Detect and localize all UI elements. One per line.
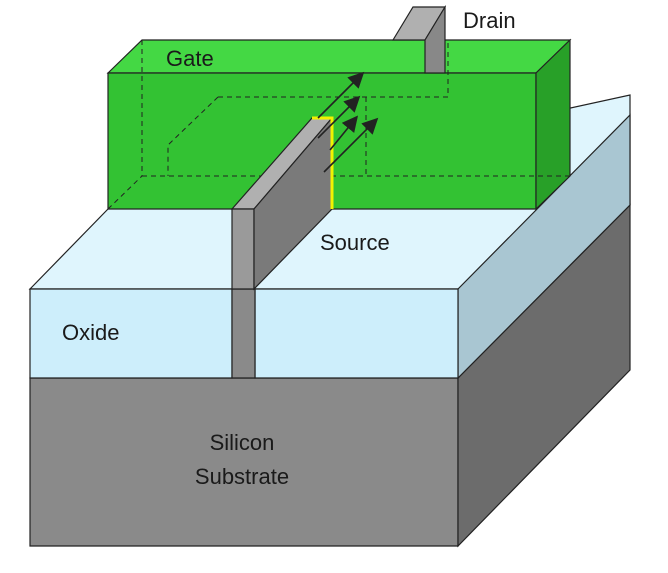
label-gate: Gate bbox=[166, 46, 214, 71]
oxide-front-right bbox=[254, 288, 459, 379]
substrate-front-face bbox=[29, 377, 459, 547]
arrow-icon bbox=[323, 117, 379, 173]
label-substrate-line1: Silicon bbox=[210, 430, 275, 455]
gate-hidden-edges bbox=[107, 40, 570, 210]
current-arrows bbox=[317, 71, 379, 173]
fin-source bbox=[230, 116, 334, 291]
fin-drain bbox=[391, 4, 447, 74]
label-drain: Drain bbox=[463, 8, 516, 33]
fin-drain-side bbox=[424, 4, 446, 74]
arrow-icon bbox=[317, 95, 361, 139]
label-substrate-line2: Substrate bbox=[195, 464, 289, 489]
arrow-icon bbox=[317, 71, 365, 119]
oxide-front-left bbox=[29, 288, 233, 379]
label-oxide: Oxide bbox=[62, 320, 119, 345]
label-source: Source bbox=[320, 230, 390, 255]
gate bbox=[106, 38, 572, 211]
arrow-icon bbox=[329, 115, 359, 151]
silicon-substrate bbox=[29, 203, 631, 548]
fin-source-front bbox=[231, 208, 255, 290]
fin-slot bbox=[231, 288, 256, 379]
